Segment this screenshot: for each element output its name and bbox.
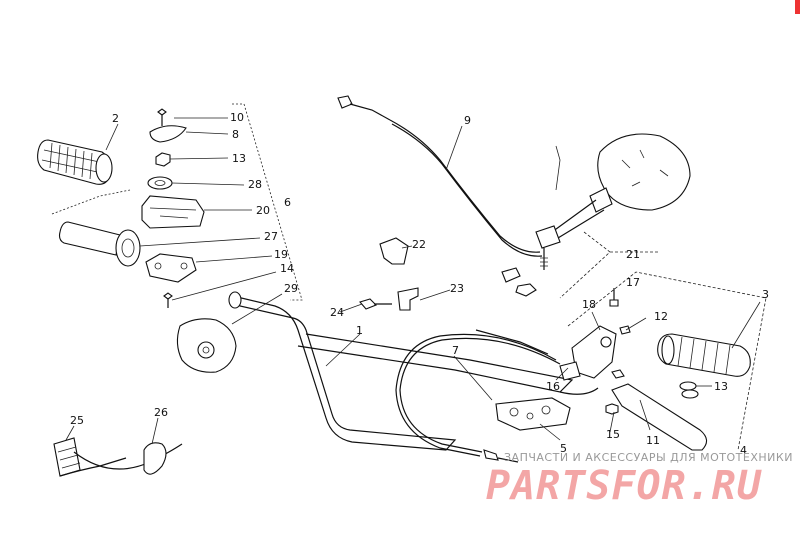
watermark-tagline: ЗАПЧАСТИ И АКСЕССУАРЫ ДЛЯ МОТОТЕХНИКИ <box>504 451 793 464</box>
throttle-housing-parts <box>141 108 237 373</box>
callout-2: 2 <box>112 112 119 125</box>
callout-18: 18 <box>582 298 596 311</box>
callout-23: 23 <box>450 282 464 295</box>
switch-housing <box>495 397 571 431</box>
callout-26: 26 <box>154 406 168 419</box>
callout-28: 28 <box>248 178 262 191</box>
left-grip <box>37 139 113 185</box>
callout-14: 14 <box>280 262 294 275</box>
callout-17: 17 <box>626 276 640 289</box>
callout-1: 1 <box>356 324 363 337</box>
callout-15: 15 <box>606 428 620 441</box>
wire-harness <box>53 437 183 477</box>
throttle-cable <box>337 95 561 257</box>
callout-9: 9 <box>464 114 471 127</box>
throttle-tube <box>58 221 141 267</box>
clutch-cable <box>395 329 561 463</box>
callout-25: 25 <box>70 414 84 427</box>
right-grip <box>657 333 751 377</box>
leader-lines <box>65 117 761 445</box>
group-6-bracket <box>232 103 303 301</box>
callout-7: 7 <box>452 344 459 357</box>
callout-3: 3 <box>762 288 769 301</box>
callout-13b: 13 <box>714 380 728 393</box>
callout-11: 11 <box>646 434 660 447</box>
callout-27: 27 <box>264 230 278 243</box>
callout-20: 20 <box>256 204 270 217</box>
group-4-bracket <box>567 271 767 451</box>
callout-21: 21 <box>626 248 640 261</box>
lever-mount <box>559 288 631 381</box>
corner-marker <box>795 0 800 14</box>
callout-numbers: 1 2 3 4 5 6 7 8 9 10 11 12 13 13 14 15 1… <box>70 111 769 457</box>
clamp-parts <box>359 237 419 311</box>
callout-8: 8 <box>232 128 239 141</box>
watermark-logo: PARTSFOR.RU <box>486 463 762 509</box>
callout-4: 4 <box>740 444 747 457</box>
callout-16: 16 <box>546 380 560 393</box>
lever <box>605 369 708 451</box>
mirror <box>501 133 691 297</box>
callout-5: 5 <box>560 442 567 455</box>
callout-29: 29 <box>284 282 298 295</box>
callout-13a: 13 <box>232 152 246 165</box>
callout-6: 6 <box>284 196 291 209</box>
handlebar <box>228 291 599 451</box>
callout-12: 12 <box>654 310 668 323</box>
callout-19: 19 <box>274 248 288 261</box>
callout-24: 24 <box>330 306 344 319</box>
group-21-bracket <box>559 231 660 299</box>
callout-22: 22 <box>412 238 426 251</box>
callout-10: 10 <box>230 111 244 124</box>
